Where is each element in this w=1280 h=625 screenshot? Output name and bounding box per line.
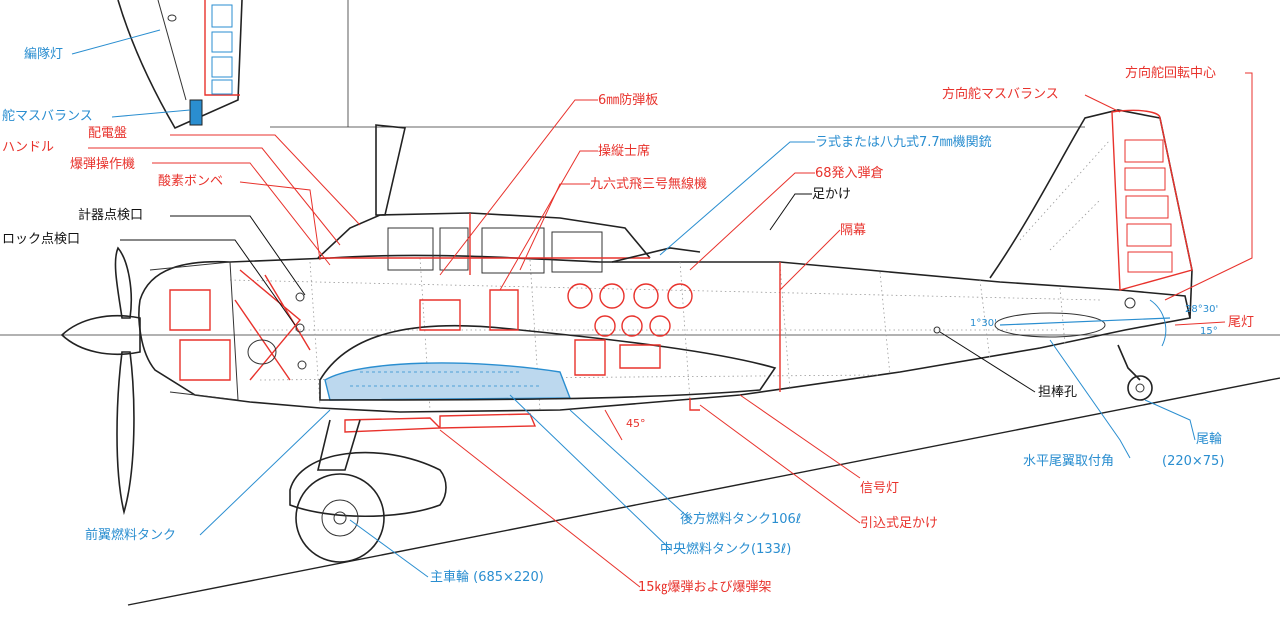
main-landing-gear (289, 419, 447, 563)
label-angle-45: 45° (626, 417, 646, 430)
label-armor-plate: 6㎜防弾板 (598, 93, 659, 108)
tail-wheel (1117, 344, 1153, 401)
ground-line (127, 377, 1280, 606)
engine-section (149, 261, 311, 401)
label-center-tank: 中央燃料タンク(133ℓ) (660, 542, 792, 557)
label-formation-light: 編隊灯 (24, 47, 64, 62)
label-oxygen-cylinder: 酸素ボンベ (158, 174, 224, 189)
label-stabilizer-mount: 水平尾翼取付角 (1023, 454, 1115, 469)
label-retractable-step: 引込式足かけ (860, 516, 939, 531)
label-angle-130: 1°30' (970, 318, 997, 329)
label-front-tank: 前翼燃料タンク (85, 528, 177, 543)
stabilizer (933, 297, 1171, 347)
label-bombs: 15㎏爆弾および爆弾架 (638, 580, 772, 595)
label-radio: 九六式飛三号無線機 (590, 177, 708, 192)
label-handling-hole: 担棒孔 (1038, 385, 1078, 400)
label-switchboard: 配電盤 (88, 126, 128, 141)
label-angle-2830: 28°30' (1185, 304, 1219, 315)
label-rear-tank: 後方燃料タンク106ℓ (680, 512, 802, 527)
bomb-rack (344, 398, 700, 433)
label-tail-wheel: 尾輪 (1196, 432, 1223, 447)
label-bomb-release: 爆弾操作機 (70, 157, 136, 172)
antenna-mast (375, 124, 406, 216)
label-tail-wheel-size: (220×75) (1162, 454, 1225, 469)
label-lock-hatch: ロック点検口 (2, 232, 81, 247)
label-instrument-hatch: 計器点検口 (78, 208, 144, 223)
label-rudder-pivot: 方向舵回転中心 (1125, 66, 1217, 81)
label-signal-light: 信号灯 (860, 481, 900, 496)
wing-section (319, 324, 777, 401)
cockpit-internals (419, 247, 781, 392)
label-pilot-seat: 操縦士席 (598, 144, 651, 159)
label-handle: ハンドル (2, 140, 55, 155)
label-tail-light: 尾灯 (1228, 315, 1255, 330)
canopy (317, 212, 651, 275)
label-ammo-drums: 68発入弾倉 (815, 166, 884, 181)
wing-planform-inset (117, 0, 243, 130)
label-angle-15: 15° (1200, 326, 1218, 337)
label-rudder-mass-balance-left: 舵マスバランス (2, 109, 93, 124)
fuselage (138, 254, 1191, 413)
label-machine-gun: ラ式または八九式7.7㎜機関銃 (815, 135, 992, 150)
label-main-wheel: 主車輪 (685×220) (430, 570, 544, 585)
propeller (60, 246, 141, 516)
leader-lines (71, 29, 1253, 588)
label-step: 足かけ (812, 187, 852, 202)
tail-fin (989, 109, 1193, 319)
fuel-tanks (324, 362, 572, 401)
label-bulkhead: 隔幕 (840, 223, 867, 238)
label-rudder-mass-balance: 方向舵マスバランス (942, 87, 1059, 102)
